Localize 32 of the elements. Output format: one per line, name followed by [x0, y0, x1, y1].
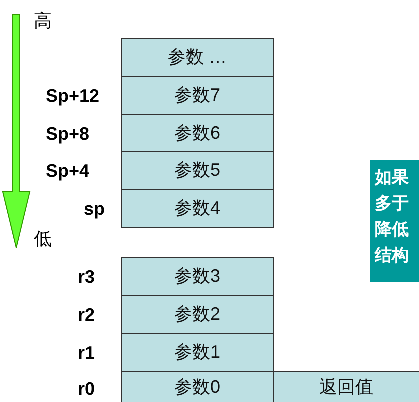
cell-text: 参数4 [174, 197, 220, 220]
stack-cell [121, 295, 274, 334]
cell-text: 参数2 [174, 303, 220, 326]
cell-text: 返回值 [320, 376, 374, 398]
register-label: Sp+8 [46, 123, 90, 146]
register-label: r0 [78, 378, 96, 401]
stack-cell [121, 38, 274, 77]
stack-cell [121, 114, 274, 152]
stack-cell [121, 151, 274, 190]
cell-text: 参数5 [174, 159, 220, 182]
register-label: Sp+4 [46, 160, 90, 183]
stack-cell [121, 76, 274, 115]
stack-cell [121, 371, 274, 402]
cell-text: 参数6 [174, 122, 220, 144]
direction-label: 高 [34, 10, 52, 33]
direction-label: 低 [34, 228, 52, 251]
note-text: 如果多于降低结构 [375, 167, 410, 267]
cell-text: 参数 … [168, 46, 227, 69]
stack-cell [121, 189, 274, 228]
stack-cell [121, 333, 274, 372]
cell-text: 参数0 [174, 376, 220, 398]
cell-text: 参数3 [174, 265, 220, 288]
note-box [370, 160, 419, 282]
cell-text: 参数7 [174, 84, 220, 107]
stack-cell [121, 257, 274, 296]
cell-text: 参数1 [174, 341, 220, 364]
register-label: r1 [78, 342, 96, 365]
stack-cell [273, 371, 419, 402]
register-label: sp [84, 198, 106, 221]
register-label: r3 [78, 266, 96, 289]
register-label: r2 [78, 304, 96, 327]
register-label: Sp+12 [46, 85, 100, 108]
